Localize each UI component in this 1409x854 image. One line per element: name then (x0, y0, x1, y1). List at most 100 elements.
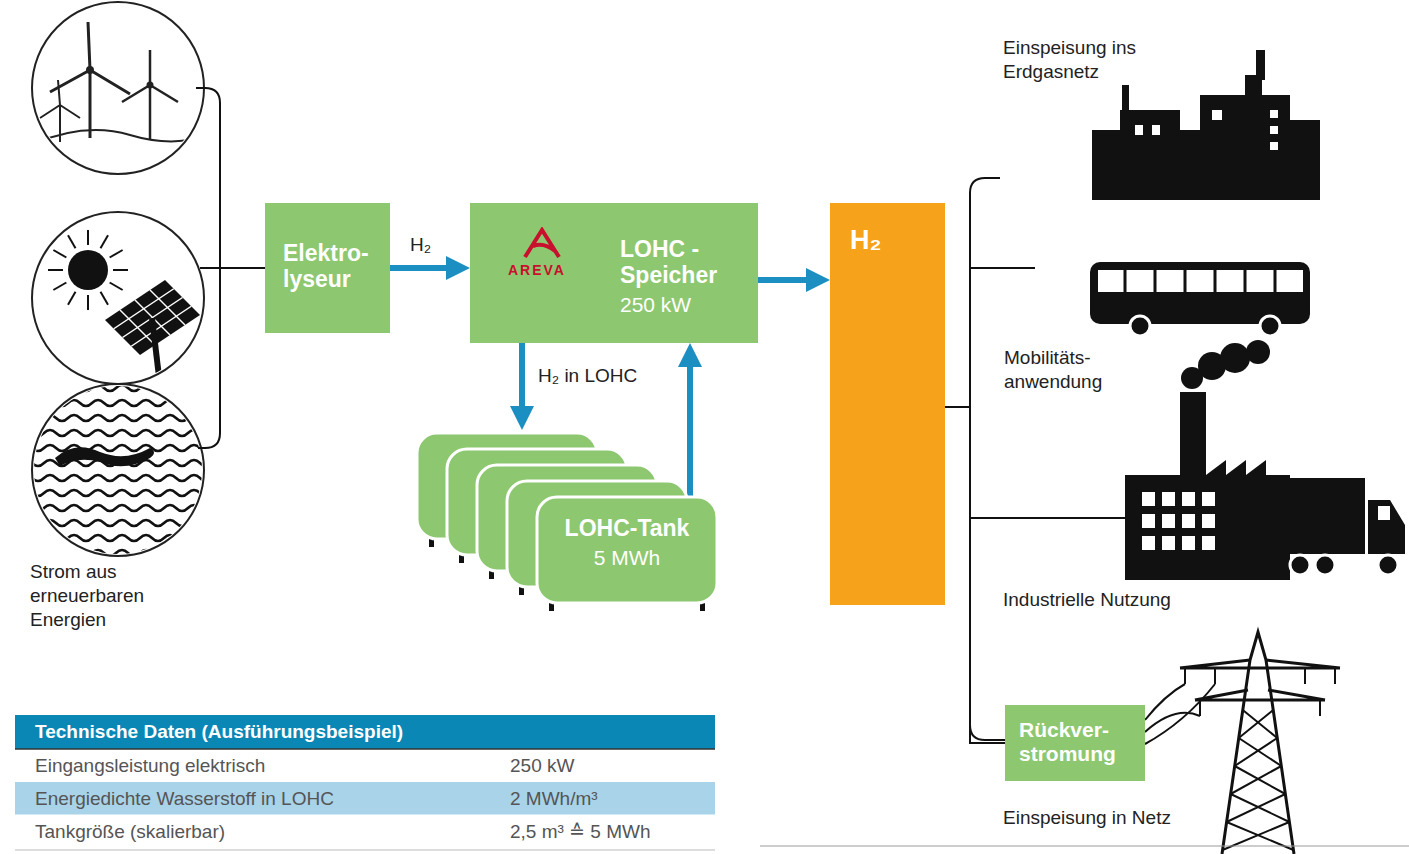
caption-label: Strom aus erneuerbaren Energien (30, 560, 190, 631)
gas-grid-icon (1122, 85, 1129, 115)
pylon-icon (1239, 710, 1278, 738)
wave-icon (20, 430, 236, 436)
data-table (15, 815, 715, 816)
solar-icon (53, 283, 66, 291)
gas-grid-icon (1135, 110, 1278, 150)
gas-grid-icon (1270, 126, 1278, 134)
table-cell: Technische Daten (Ausführungsbeispiel) (35, 720, 695, 744)
industry-icon (1182, 492, 1195, 506)
industry-icon (1162, 536, 1175, 550)
pylon-icon (1235, 738, 1282, 766)
industry-icon (1142, 492, 1215, 550)
data-table (15, 715, 715, 850)
wind-icon (50, 22, 130, 138)
caption-label: Mobilitäts- anwendung (1004, 346, 1134, 394)
table-cell: Energiedichte Wasserstoff in LOHC (35, 787, 475, 811)
consumer-bracket (970, 178, 1005, 740)
gas-grid-icon (1135, 125, 1143, 135)
wind-icon (20, 130, 220, 190)
solar-icon (101, 292, 109, 305)
pylon-icon (1223, 710, 1294, 850)
industry-icon (1182, 536, 1195, 550)
bus-icon (1125, 270, 1275, 292)
data-table (15, 715, 715, 749)
process-box: Rückver- stromung (1005, 705, 1145, 781)
industry-icon (1202, 492, 1215, 506)
bus-icon (1098, 270, 1303, 292)
solar-icon (131, 306, 191, 346)
wave-icon (20, 535, 236, 541)
table-cell: Eingangsleistung elektrisch (35, 754, 475, 778)
flow-arrow (519, 343, 525, 420)
wave-icon (20, 384, 236, 556)
industry-icon (1202, 536, 1215, 550)
tank-node: LOHC-Tank5 MWh (415, 430, 725, 612)
gas-grid-icon (1270, 142, 1278, 150)
table-cell: Tankgröße (skalierbar) (35, 820, 475, 844)
hydrogen-bar: H₂ (830, 203, 945, 605)
box-title: Elektro- lyseur (283, 241, 369, 293)
industry-icon (1202, 514, 1215, 528)
industry-icon (1142, 514, 1155, 528)
industry-icon (1180, 392, 1206, 457)
source-bracket (200, 267, 265, 269)
gas-grid-icon (1092, 75, 1320, 200)
industry-icon (1162, 492, 1175, 506)
industry-icon (1290, 555, 1310, 575)
solar-icon (152, 318, 160, 385)
industry-icon (1315, 555, 1335, 575)
areva-logo (522, 227, 562, 259)
industry-icon (1378, 555, 1398, 575)
bus-icon (1260, 316, 1280, 336)
rule-line (760, 846, 1409, 847)
wave-icon (20, 505, 236, 511)
solar-icon (68, 235, 76, 248)
solar-icon (48, 230, 128, 310)
pylon-icon (1180, 632, 1340, 854)
solar-icon (68, 292, 76, 305)
solar-icon (110, 283, 123, 291)
gas-grid-icon (1256, 50, 1265, 80)
caption-label: Einspeisung in Netz (1003, 806, 1233, 830)
solar-icon (101, 235, 109, 248)
industry-icon (1182, 514, 1195, 528)
edge-label: H₂ (408, 234, 433, 256)
wave-icon (20, 385, 236, 556)
wave-icon (32, 384, 204, 556)
power-line (1145, 713, 1200, 732)
solar-icon (48, 230, 200, 385)
solar-icon (150, 290, 185, 325)
box-title: Rückver- stromung (1019, 718, 1116, 765)
industry-icon (1378, 506, 1390, 520)
flow-arrow (687, 353, 693, 497)
flow-arrow (390, 265, 460, 271)
box-title: H₂ (850, 225, 882, 255)
gas-grid-icon (1270, 110, 1278, 118)
solar-icon (53, 250, 66, 258)
tank-outline (537, 497, 717, 603)
wind-icon (20, 2, 220, 190)
industry-icon (1287, 478, 1365, 554)
edge-label: H₂ in LOHC (536, 365, 639, 387)
solar-icon (87, 230, 89, 245)
power-line (1145, 684, 1215, 744)
wave-icon (20, 475, 236, 481)
pylon-icon (1180, 660, 1340, 700)
box-text: LOHC - Speicher (620, 237, 750, 289)
wave-icon (20, 400, 236, 406)
process-box: AREVALOHC - Speicher250 kW (470, 203, 758, 343)
data-table (15, 850, 715, 851)
wind-icon (20, 22, 220, 190)
industry-icon (1368, 500, 1405, 554)
power-line (1145, 684, 1185, 720)
box-text: 5 MWh (537, 546, 717, 570)
solar-icon (48, 269, 63, 271)
industry-icon (1142, 492, 1155, 506)
box-title: AREVA (508, 263, 566, 279)
gas-grid-icon (1092, 50, 1320, 200)
solar-icon (110, 250, 123, 258)
wind-icon (122, 50, 178, 140)
wave-icon (20, 490, 236, 496)
solar-icon (113, 269, 128, 271)
